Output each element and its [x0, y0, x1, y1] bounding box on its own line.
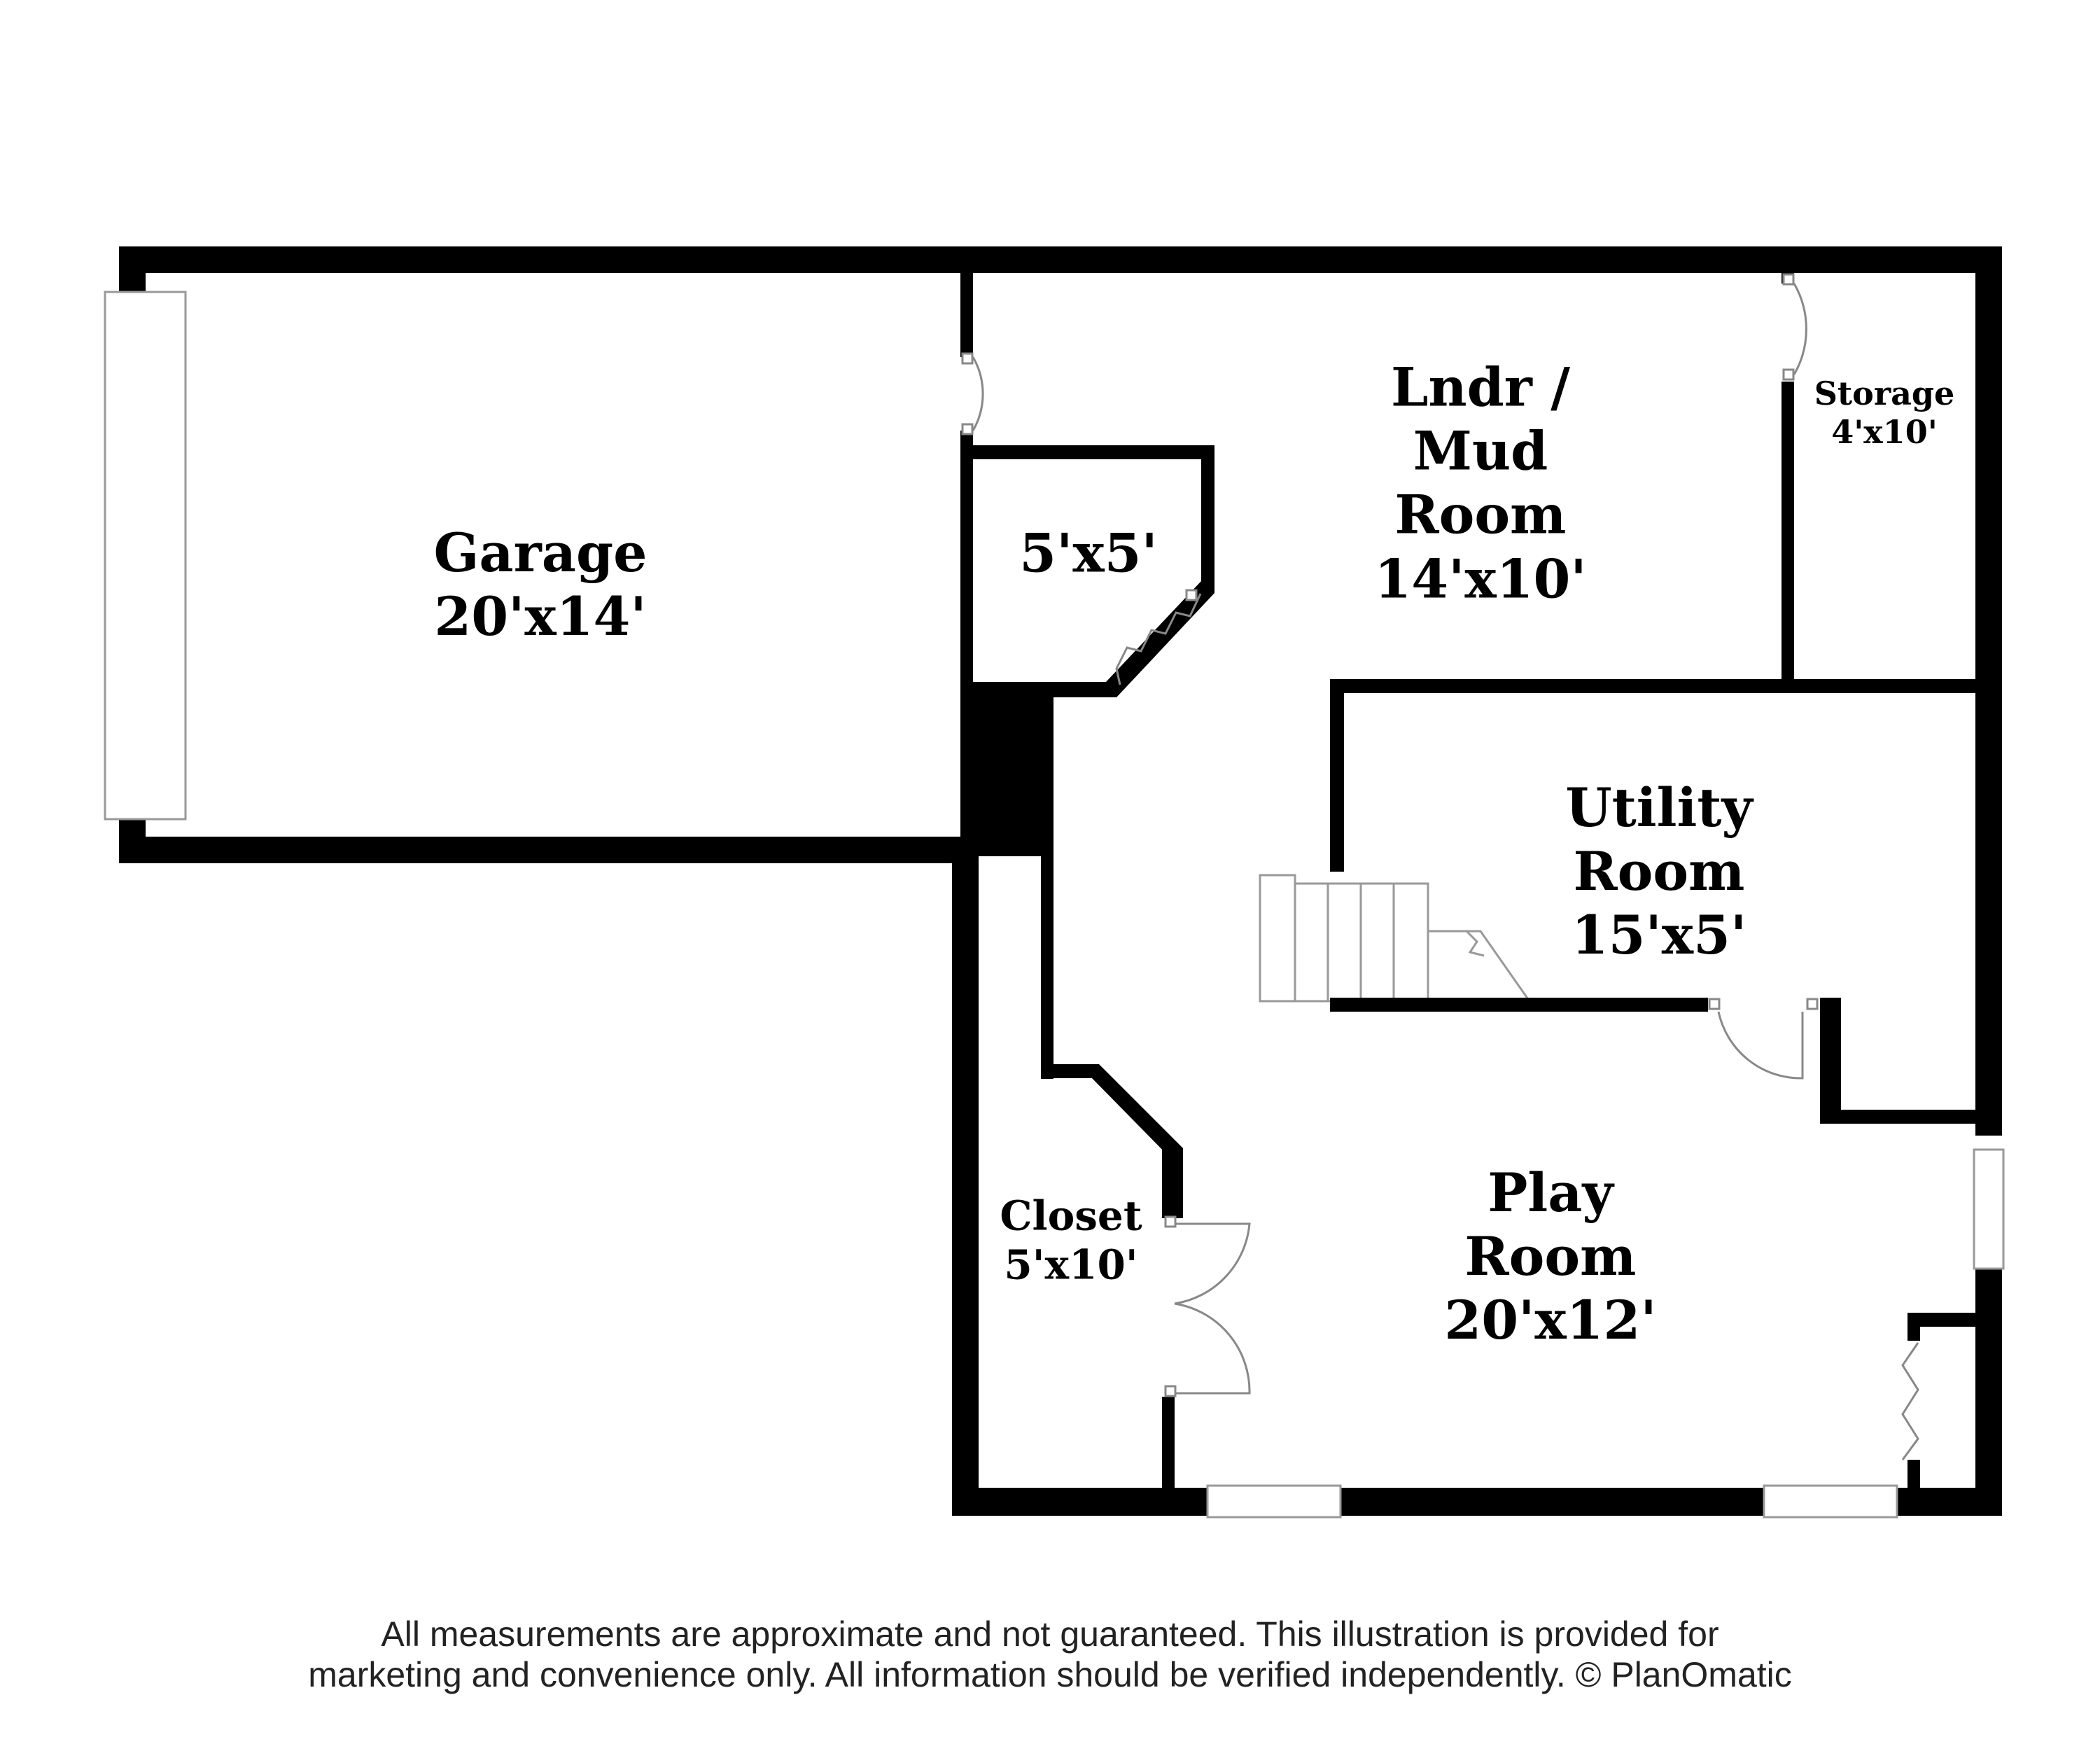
small-room-bifold-door [1115, 593, 1202, 685]
laundry-size: 14'x10' [1374, 547, 1587, 611]
utility-top-wall [1330, 679, 1988, 693]
playroom-closet-bifold-door [1901, 1342, 1919, 1460]
laundry-line2: Mud [1413, 419, 1548, 482]
window-bottom-left [1206, 1484, 1342, 1519]
storage-door-jamb-bottom [1782, 368, 1795, 381]
utility-line2: Room [1573, 840, 1745, 903]
garage-door [104, 291, 187, 821]
garage-door-jamb-top [961, 352, 974, 365]
small-room-label: 5'x5' [1019, 521, 1158, 585]
closet-door-jamb-top [1164, 1215, 1177, 1228]
windows [1206, 1148, 2005, 1519]
utility-door-jamb-left [1708, 998, 1721, 1010]
disclaimer-text: All measurements are approximate and not… [0, 1614, 2100, 1695]
garage-name: Garage [433, 521, 648, 584]
utility-bottom-wall-over-stairs [1330, 998, 1708, 1012]
closet-door-swing-bottom [1174, 1302, 1251, 1395]
disclaimer-line1: All measurements are approximate and not… [381, 1614, 1719, 1654]
storage-door-swing [1793, 283, 1807, 375]
chimney-block [973, 682, 1054, 854]
play-room-label: Play Room 20'x12' [1444, 1161, 1656, 1353]
garage-left-wall-top [119, 246, 146, 292]
small-room-door-jamb [1185, 589, 1198, 601]
window-right [1973, 1148, 2005, 1270]
storage-left-wall [1782, 382, 1794, 683]
playroom-right-closet-wall [1907, 1313, 1988, 1327]
play-size: 20'x12' [1444, 1289, 1657, 1352]
utility-right-wall-right [1820, 998, 1841, 1124]
doors [961, 273, 1919, 1460]
closet-size: 5'x10' [1004, 1241, 1138, 1288]
storage-label: Storage 4'x10' [1814, 375, 1955, 452]
top-wall [119, 246, 2002, 273]
garage-door-jamb-bottom [961, 423, 974, 435]
small-room-size: 5'x5' [1019, 522, 1158, 585]
laundry-line1: Lndr / [1390, 356, 1571, 419]
closet-label: Closet 5'x10' [1000, 1192, 1142, 1289]
storage-size: 4'x10' [1831, 413, 1938, 451]
garage-right-wall-top [960, 270, 973, 357]
utility-line1: Utility [1565, 776, 1753, 839]
play-line1: Play [1488, 1162, 1614, 1225]
stair-break [1465, 930, 1485, 957]
utility-door-swing [1717, 1011, 1804, 1080]
laundry-mud-room-label: Lndr / Mud Room 14'x10' [1374, 356, 1586, 611]
closet-top-wall [973, 844, 1054, 856]
interior-walls [960, 270, 1988, 1491]
small-room-right-wall [1201, 445, 1214, 585]
garage-left-wall-bottom [119, 819, 146, 863]
utility-room-label: Utility Room 15'x5' [1565, 776, 1752, 968]
playroom-right-closet-post-bottom [1907, 1460, 1920, 1491]
garage-bottom-wall [119, 837, 979, 863]
small-room-angled-wall [1099, 581, 1214, 697]
play-line2: Room [1464, 1225, 1637, 1288]
closet-door-swing-top [1174, 1222, 1251, 1305]
utility-door-jamb-right [1806, 998, 1819, 1010]
closet-right-wall-lower [1162, 1397, 1175, 1488]
closet-door-jamb-bottom [1164, 1385, 1177, 1397]
closet-right-wall-upper [1041, 697, 1054, 1079]
utility-left-wall [1330, 679, 1344, 872]
closet-angled-wall [1041, 1064, 1183, 1218]
small-room-top-wall [960, 445, 1214, 459]
laundry-line3: Room [1394, 484, 1567, 546]
left-outer-wall-lower [952, 837, 979, 1516]
utility-size: 15'x5' [1571, 904, 1747, 967]
closet-name: Closet [1000, 1192, 1142, 1240]
storage-name: Storage [1814, 374, 1955, 412]
garage-label: Garage 20'x14' [434, 521, 648, 648]
playroom-right-closet-post [1907, 1313, 1920, 1341]
staircase [1259, 874, 1532, 1003]
garage-right-wall-bottom [960, 431, 973, 851]
right-wall-lower [1975, 1260, 2002, 1516]
storage-door-jamb-top [1782, 273, 1795, 286]
garage-size: 20'x14' [434, 585, 647, 648]
utility-bottom-right-wall [1820, 1110, 1988, 1124]
garage-door-swing [972, 356, 984, 431]
window-bottom-right [1763, 1484, 1898, 1519]
disclaimer-line2: marketing and convenience only. All info… [308, 1655, 1792, 1694]
